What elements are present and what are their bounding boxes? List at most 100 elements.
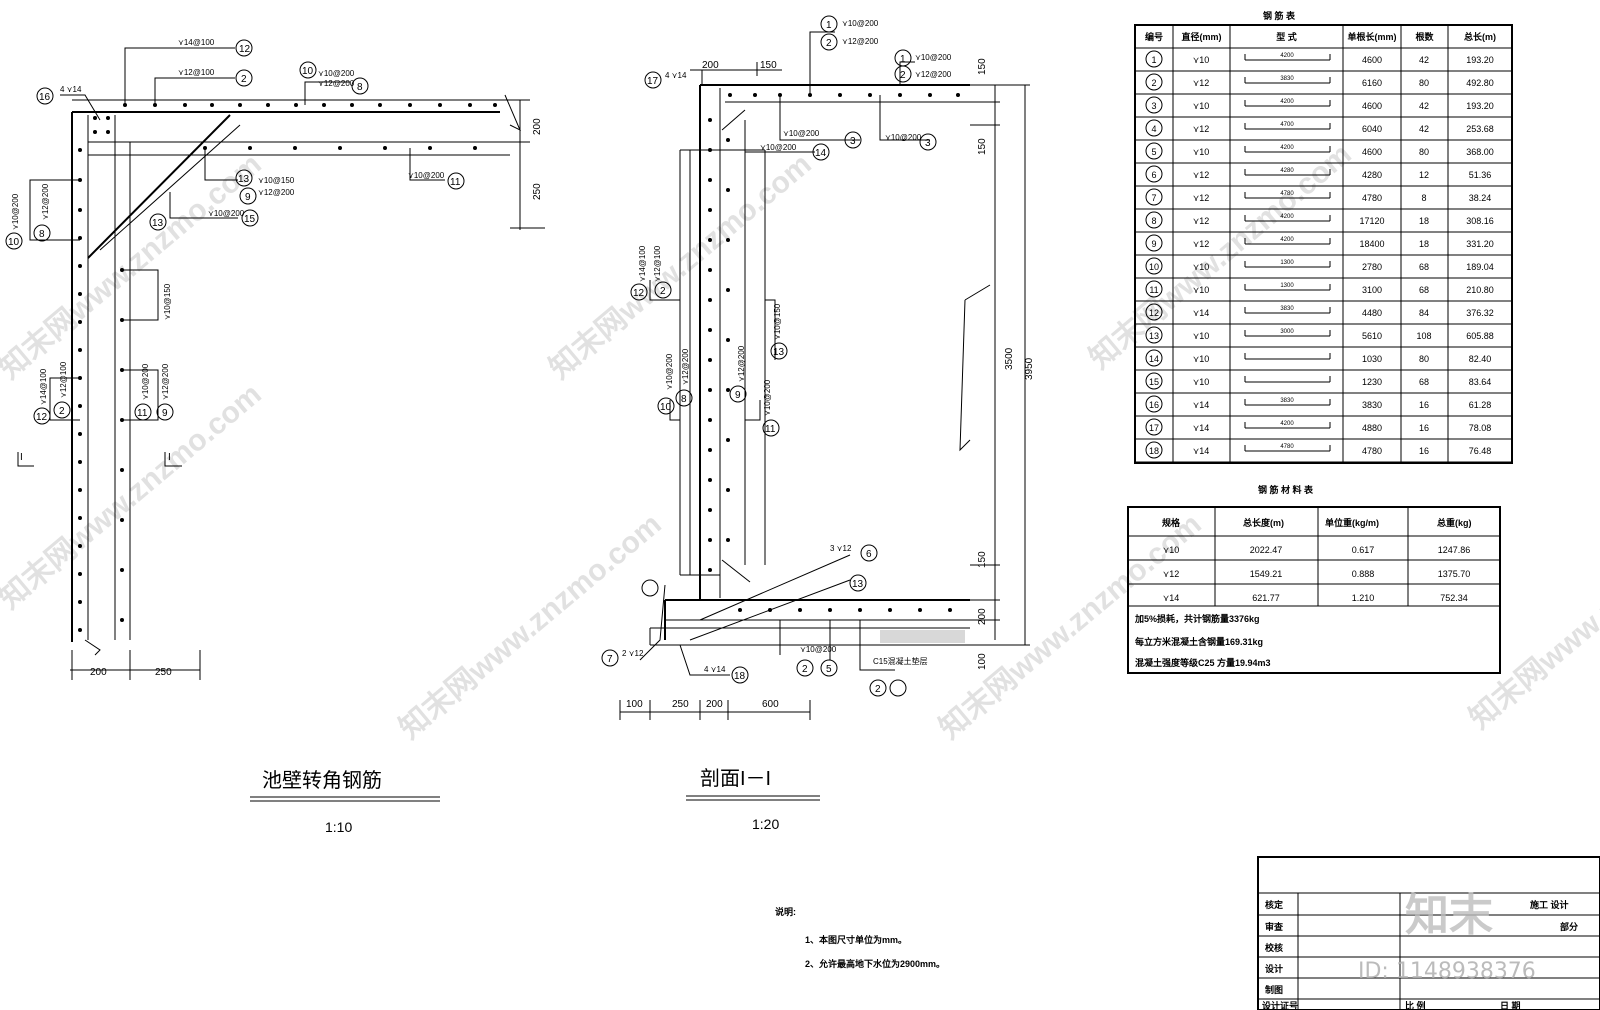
svg-text:⋎10@200: ⋎10@200 bbox=[915, 53, 952, 62]
rebar-shape-length: 4200 bbox=[1280, 99, 1294, 105]
svg-text:5: 5 bbox=[826, 664, 832, 675]
callout-2-b: 2 ⋎12@100 bbox=[53, 361, 71, 419]
rebar-total-length: 83.64 bbox=[1469, 377, 1492, 387]
rebar-count: 42 bbox=[1419, 101, 1429, 111]
rebar-number: 17 bbox=[1149, 423, 1159, 433]
id-text: ID: 1148938376 bbox=[1358, 959, 1536, 984]
rebar-diameter: ⋎12 bbox=[1193, 78, 1210, 88]
rebar-total-length: 193.20 bbox=[1466, 101, 1494, 111]
watermark: 知末网www.znzmo.com bbox=[0, 148, 268, 386]
rebar-shape-length: 4200 bbox=[1280, 145, 1294, 151]
material-cell: 1549.21 bbox=[1250, 569, 1283, 579]
rebar-total-length: 61.28 bbox=[1469, 400, 1492, 410]
svg-text:⋎14@100: ⋎14@100 bbox=[638, 245, 647, 282]
rebar-diameter: ⋎10 bbox=[1193, 285, 1210, 295]
callout-13: 13 13 ⋎10@150 bbox=[770, 303, 867, 592]
notes-heading: 说明: bbox=[775, 906, 796, 917]
callout-8: 8 ⋎12@200 bbox=[318, 77, 369, 95]
material-cell: ⋎12 bbox=[1163, 569, 1180, 579]
svg-text:16: 16 bbox=[39, 92, 51, 103]
rebar-number: 6 bbox=[1151, 170, 1156, 180]
rebar-number: 9 bbox=[1151, 239, 1156, 249]
rebar-shape-length: 4780 bbox=[1280, 444, 1294, 450]
rebar-total-length: 189.04 bbox=[1466, 262, 1494, 272]
svg-text:⋎12@200: ⋎12@200 bbox=[842, 37, 879, 46]
svg-text:8: 8 bbox=[681, 394, 687, 405]
rebar-unit-length: 4600 bbox=[1362, 147, 1382, 157]
callout-11: 11 ⋎10@200 bbox=[408, 171, 465, 190]
callout-wall-labels: 12 ⋎14@100 ⋎12@100 10 8 ⋎10@200 ⋎12@200 … bbox=[630, 245, 780, 437]
material-header: 规格 bbox=[1162, 517, 1181, 528]
rebar-total-length: 253.68 bbox=[1466, 124, 1494, 134]
rebar-diameter: ⋎14 bbox=[1193, 446, 1210, 456]
rebar-total-length: 210.80 bbox=[1466, 285, 1494, 295]
row-number-circle bbox=[1145, 303, 1163, 321]
callout-6: 6 3 ⋎12 bbox=[830, 544, 878, 562]
watermark: 知末网www.znzmo.com bbox=[933, 508, 1207, 746]
material-header: 单位重(kg/m) bbox=[1325, 517, 1379, 528]
section-mark: I bbox=[20, 452, 23, 463]
note-item: 1、本图尺寸单位为mm。 bbox=[805, 934, 907, 945]
svg-text:⋎12@200: ⋎12@200 bbox=[915, 70, 952, 79]
row-number-circle bbox=[1145, 395, 1163, 413]
rebar-unit-length: 3100 bbox=[1362, 285, 1382, 295]
material-note: 每立方米混凝土含钢量169.31kg bbox=[1135, 636, 1263, 647]
rebar-total-length: 331.20 bbox=[1466, 239, 1494, 249]
rebar-number: 18 bbox=[1149, 446, 1159, 456]
title-label: 校核 bbox=[1265, 942, 1283, 953]
dim-label: 200 bbox=[702, 60, 719, 71]
title-label: 制图 bbox=[1265, 984, 1283, 995]
rebar-shape-length: 3830 bbox=[1280, 398, 1294, 404]
rebar-count: 80 bbox=[1419, 354, 1429, 364]
material-table: 钢 筋 材 料 表 规格 总长度(m) 单位重(kg/m) 总重(kg) ⋎10… bbox=[1127, 484, 1501, 674]
svg-text:10: 10 bbox=[660, 402, 672, 413]
svg-text:⋎10@200: ⋎10@200 bbox=[783, 129, 820, 138]
dim-label: 200 bbox=[532, 118, 543, 135]
svg-text:2: 2 bbox=[900, 70, 906, 81]
rebar-count: 42 bbox=[1419, 55, 1429, 65]
rebar-total-length: 492.80 bbox=[1466, 78, 1494, 88]
rebar-unit-length: 5610 bbox=[1362, 331, 1382, 341]
rebar-total-length: 376.32 bbox=[1466, 308, 1494, 318]
rebar-diameter: ⋎10 bbox=[1193, 331, 1210, 341]
row-number-circle bbox=[1145, 188, 1163, 206]
rebar-count: 68 bbox=[1419, 377, 1429, 387]
callout-9: 9 ⋎12@200 9 ⋎12@200 bbox=[156, 187, 295, 421]
callout-16: 16 4 ⋎14 bbox=[36, 85, 82, 105]
svg-text:⋎14@100: ⋎14@100 bbox=[178, 38, 215, 47]
rebar-diameter: ⋎14 bbox=[1193, 423, 1210, 433]
rebar-count: 16 bbox=[1419, 400, 1429, 410]
title-block: 核定 审查 校核 设计 制图 设计证号 施工 设计 部分 比 例 日 期 知末 … bbox=[1257, 856, 1600, 1010]
svg-text:⋎10@200: ⋎10@200 bbox=[885, 133, 922, 142]
rebar-shape-length: 4200 bbox=[1280, 421, 1294, 427]
rebar-count: 12 bbox=[1419, 170, 1429, 180]
rebar-diameter: ⋎12 bbox=[1193, 170, 1210, 180]
title-label: 核定 bbox=[1265, 899, 1284, 910]
rebar-unit-length: 4780 bbox=[1362, 193, 1382, 203]
rebar-count: 18 bbox=[1419, 216, 1429, 226]
callout-11-b: 11 ⋎10@200 bbox=[134, 363, 152, 421]
callout-8-b: 8 ⋎12@200 bbox=[33, 183, 51, 242]
rebar-number: 7 bbox=[1151, 193, 1156, 203]
svg-text:17: 17 bbox=[647, 76, 659, 87]
callout-10-b: 10 ⋎10@200 bbox=[5, 193, 23, 250]
svg-text:⋎10@200: ⋎10@200 bbox=[763, 379, 772, 416]
callout-2: 2 ⋎12@100 bbox=[178, 68, 253, 87]
rebar-table-header: 直径(mm) bbox=[1182, 31, 1222, 42]
rebar-shape-length: 4200 bbox=[1280, 214, 1294, 220]
rebar-total-length: 51.36 bbox=[1469, 170, 1492, 180]
rebar-unit-length: 6160 bbox=[1362, 78, 1382, 88]
row-number-circle bbox=[1145, 211, 1163, 229]
svg-text:2: 2 bbox=[875, 684, 881, 695]
svg-text:1: 1 bbox=[900, 54, 906, 65]
row-number-circle bbox=[1145, 349, 1163, 367]
callout-5: 5 ⋎10@200 bbox=[800, 645, 838, 677]
dim-label: 200 bbox=[90, 667, 107, 678]
svg-text:9: 9 bbox=[245, 192, 251, 203]
rebar-number: 4 bbox=[1151, 124, 1156, 134]
material-cell: 1.210 bbox=[1352, 593, 1375, 603]
svg-text:⋎14@100: ⋎14@100 bbox=[39, 368, 48, 405]
watermark: 知末网www.znzmo.com bbox=[1083, 138, 1357, 376]
rebar-dots bbox=[708, 93, 960, 612]
rebar-table-header: 单根长(mm) bbox=[1348, 31, 1397, 42]
